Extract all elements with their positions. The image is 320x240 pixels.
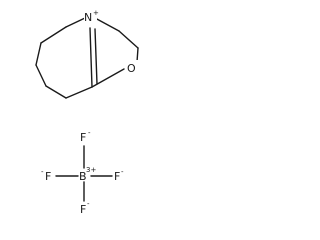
fluorine-left-label: F [45,170,51,183]
fluorine-top-label: F [80,131,86,144]
anion-structure: F - - F B 3+ F - F - [41,129,124,216]
bond-c7-c8 [35,64,47,87]
bond-n-c3 [94,17,120,32]
bond-c2-o [136,47,139,63]
fluorine-bottom-charge: - [87,200,90,208]
bond-c9a-n [89,27,93,88]
nitrogen-charge: + [93,9,99,17]
bond-c3-c2 [118,30,139,49]
boron-charge: 3+ [86,166,96,174]
boron-atom-label: B [79,170,87,183]
nitrogen-atom-label: N [84,11,92,24]
fluorine-top-charge: - [88,129,91,137]
bond-c9-c9a [65,86,93,99]
fluorine-left-charge: - [41,168,44,176]
bond-c8-c9 [45,85,67,99]
bond-n-c5 [65,17,86,28]
bond-c5-c6 [40,26,67,44]
bond-o-c9a [91,68,125,88]
oxygen-atom-label: O [127,62,136,75]
bond-c9a-n-double [94,28,98,85]
chemical-structure: N + O F - - F B 3+ F - F - [35,9,139,216]
fluorine-bottom-label: F [80,203,86,216]
fluorine-right-label: F [114,170,120,183]
bond-c6-c7 [35,42,42,66]
cation-structure: N + O [35,9,139,99]
fluorine-right-charge: - [121,168,124,176]
